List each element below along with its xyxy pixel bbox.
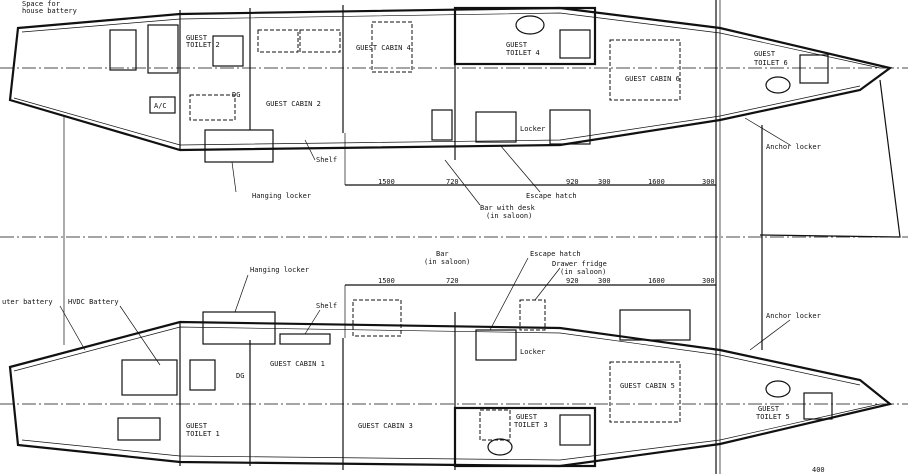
label-guest-toilet-5: TOILET 5 — [756, 413, 790, 421]
label-guest-toilet-6: TOILET 6 — [754, 59, 788, 67]
label-in-saloon: (in saloon) — [424, 258, 470, 266]
label-ac: A/C — [154, 102, 167, 110]
dimension: 720 — [446, 178, 459, 186]
label-bar: Bar — [436, 250, 449, 258]
label-outer-battery: uter battery — [2, 298, 53, 306]
dimension: 1500 — [378, 178, 395, 186]
label-house-battery: house battery — [22, 7, 77, 15]
label-guest-cabin-2: GUEST CABIN 2 — [266, 100, 321, 108]
label-guest-cabin-6: GUEST CABIN 6 — [625, 75, 680, 83]
dimension: 720 — [446, 277, 459, 285]
label-in-saloon: (in saloon) — [560, 268, 606, 276]
label-guest-toilet-2: GUEST — [186, 34, 208, 42]
label-hanging-locker: Hanging locker — [250, 266, 309, 274]
top-hull — [8, 5, 901, 238]
label-guest-toilet-6: GUEST — [754, 50, 776, 58]
label-space-for: Space for — [22, 0, 60, 8]
label-guest-toilet-3: TOILET 3 — [514, 421, 548, 429]
label-escape-hatch: Escape hatch — [526, 192, 577, 200]
label-bar-desk: Bar with desk — [480, 204, 536, 212]
dimension: 300 — [702, 178, 715, 186]
label-locker: Locker — [520, 348, 545, 356]
label-dg: DG — [232, 91, 240, 99]
label-dg: DG — [236, 372, 244, 380]
engine-symbol — [117, 417, 161, 441]
label-anchor-locker: Anchor locker — [766, 312, 821, 320]
dimension: 920 — [566, 277, 579, 285]
label-shelf: Shelf — [316, 302, 337, 310]
label-shelf: Shelf — [316, 156, 337, 164]
bottom-hull — [8, 237, 893, 470]
dimension: 1600 — [648, 277, 665, 285]
label-guest-toilet-4: TOILET 4 — [506, 49, 540, 57]
label-anchor-locker: Anchor locker — [766, 143, 821, 151]
ac-unit — [149, 96, 176, 114]
label-guest-cabin-3: GUEST CABIN 3 — [358, 422, 413, 430]
dimension: 300 — [598, 178, 611, 186]
label-guest-cabin-4: GUEST CABIN 4 — [356, 44, 411, 52]
dimension: 920 — [566, 178, 579, 186]
label-drawer-fridge: Drawer fridge — [552, 260, 607, 268]
dimension: 1500 — [378, 277, 395, 285]
leader-lines — [59, 117, 791, 366]
label-guest-toilet-2: TOILET 2 — [186, 41, 220, 49]
label-guest-toilet-3: GUEST — [516, 413, 538, 421]
label-escape-hatch: Escape hatch — [530, 250, 581, 258]
dimension: 300 — [598, 277, 611, 285]
label-guest-toilet-1: GUEST — [186, 422, 208, 430]
label-guest-cabin-5: GUEST CABIN 5 — [620, 382, 675, 390]
label-guest-cabin-1: GUEST CABIN 1 — [270, 360, 325, 368]
dimension: 300 — [702, 277, 715, 285]
label-guest-toilet-1: TOILET 1 — [186, 430, 220, 438]
hanging-locker-bottom — [202, 311, 276, 345]
label-locker: Locker — [520, 125, 545, 133]
label-guest-toilet-4: GUEST — [506, 41, 528, 49]
label-hvdc-battery: HVDC Battery — [68, 298, 119, 306]
dimension: 1600 — [648, 178, 665, 186]
label-in-saloon: (in saloon) — [486, 212, 532, 220]
dimension: 400 — [812, 466, 825, 474]
shelf-bottom — [279, 333, 331, 345]
label-hanging-locker: Hanging locker — [252, 192, 311, 200]
hanging-locker-top — [204, 129, 274, 163]
label-guest-toilet-5: GUEST — [758, 405, 780, 413]
